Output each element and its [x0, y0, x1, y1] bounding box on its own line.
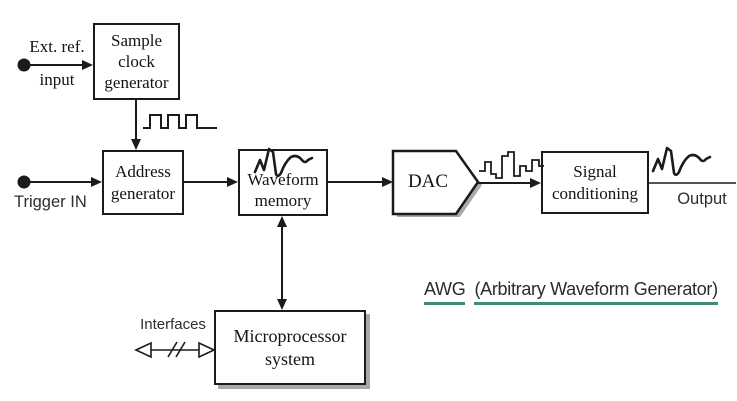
bus-slash — [175, 341, 186, 358]
connector-address-to-memory — [184, 177, 238, 187]
ext-ref-label-line2: input — [39, 70, 75, 89]
block-dac-shape — [391, 149, 482, 217]
arrowhead — [227, 177, 238, 187]
arrowhead-down — [277, 299, 287, 310]
input-terminal-dot — [17, 175, 31, 189]
output-waveform-squiggle-icon — [651, 146, 712, 177]
block-label: Microprocessor system — [233, 326, 347, 369]
interfaces-bus-arrow-icon — [134, 341, 216, 359]
bus-slash — [167, 341, 178, 358]
arrowhead — [91, 177, 102, 187]
connector-dac-to-signal — [478, 178, 541, 188]
arrowhead — [82, 60, 93, 70]
staircase-waveform-icon — [479, 151, 544, 179]
block-address-generator: Address generator — [102, 150, 184, 215]
block-label: Waveform memory — [247, 169, 319, 210]
awg-caption-expansion: (Arbitrary Waveform Generator) — [474, 279, 718, 305]
block-signal-conditioning: Signal conditioning — [541, 151, 649, 214]
awg-caption: AWG (Arbitrary Waveform Generator) — [424, 279, 718, 305]
block-waveform-memory: Waveform memory — [238, 149, 328, 216]
awg-caption-abbrev: AWG — [424, 279, 466, 305]
block-label: Signal conditioning — [552, 162, 638, 203]
arrowhead — [530, 178, 541, 188]
connector-ext-ref — [17, 58, 93, 72]
clock-square-wave-icon — [143, 114, 217, 129]
block-microprocessor-system: Microprocessor system — [214, 310, 366, 385]
block-label: Address generator — [110, 162, 176, 203]
arrowhead-up — [277, 216, 287, 227]
ext-ref-label-line1: Ext. ref. — [29, 37, 85, 56]
connector-clock-to-address — [131, 100, 141, 150]
output-label: Output — [677, 190, 727, 208]
block-label: Sample clock generator — [104, 30, 169, 93]
open-arrowhead-left — [134, 341, 152, 359]
trigger-in-label: Trigger IN — [14, 193, 87, 211]
interfaces-label: Interfaces — [140, 316, 206, 333]
connector-memory-to-dac — [328, 177, 393, 187]
connector-trigger-in — [17, 175, 102, 189]
dac-pentagon — [391, 149, 480, 216]
open-arrowhead-right — [198, 341, 216, 359]
block-label-dac: DAC — [407, 171, 449, 192]
connector-memory-microprocessor — [277, 216, 287, 310]
input-terminal-dot — [17, 58, 31, 72]
block-sample-clock-generator: Sample clock generator — [93, 23, 180, 100]
arrowhead — [131, 139, 141, 150]
